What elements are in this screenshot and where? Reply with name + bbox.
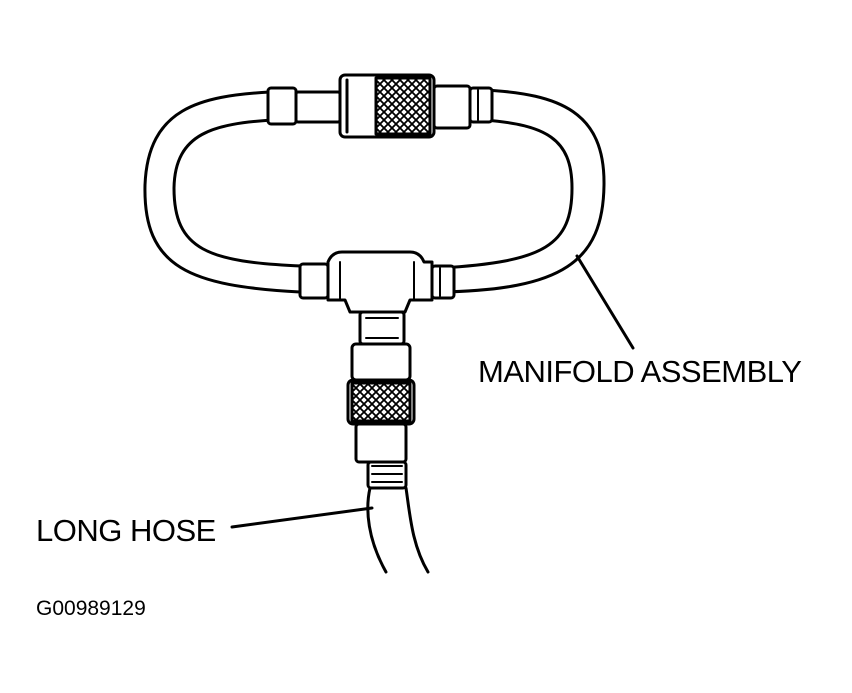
manifold-assembly-label: MANIFOLD ASSEMBLY	[478, 354, 802, 389]
long-hose	[366, 486, 430, 574]
loop-hose	[143, 88, 606, 294]
long-hose-label: LONG HOSE	[36, 513, 216, 548]
long-hose-leader-line	[230, 506, 374, 529]
top-coupler	[266, 73, 494, 139]
figure-id-label: G00989129	[36, 597, 146, 620]
vertical-coupler	[346, 310, 416, 490]
tee-fitting	[298, 250, 456, 314]
manifold-leader-line	[575, 254, 635, 350]
